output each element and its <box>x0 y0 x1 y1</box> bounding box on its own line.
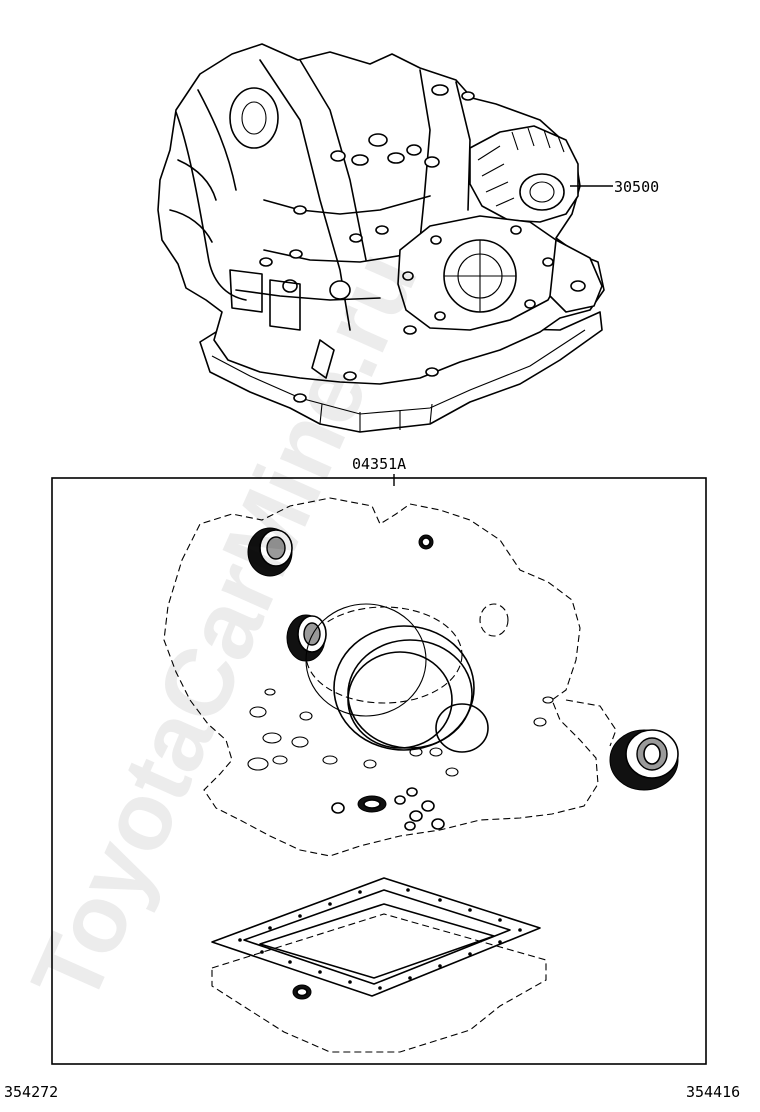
part-label-30500: 30500 <box>614 178 659 196</box>
transaxle-assembly-illustration <box>157 43 605 433</box>
part-label-04351A: 04351A <box>352 455 406 473</box>
oil-pan-gasket <box>211 877 541 997</box>
o-ring-large-set <box>305 603 489 753</box>
gasket-kit-illustration <box>163 497 679 1053</box>
footer-code-left: 354272 <box>4 1083 58 1101</box>
kit-boundary-frame <box>51 477 707 1065</box>
drain-plug-gasket <box>292 984 312 1000</box>
plug-small-upper <box>418 534 434 550</box>
oil-seal-upper-left <box>247 527 293 577</box>
oil-seal-right <box>609 729 679 791</box>
footer-code-right: 354416 <box>686 1083 740 1101</box>
o-ring-small-set <box>331 787 445 831</box>
